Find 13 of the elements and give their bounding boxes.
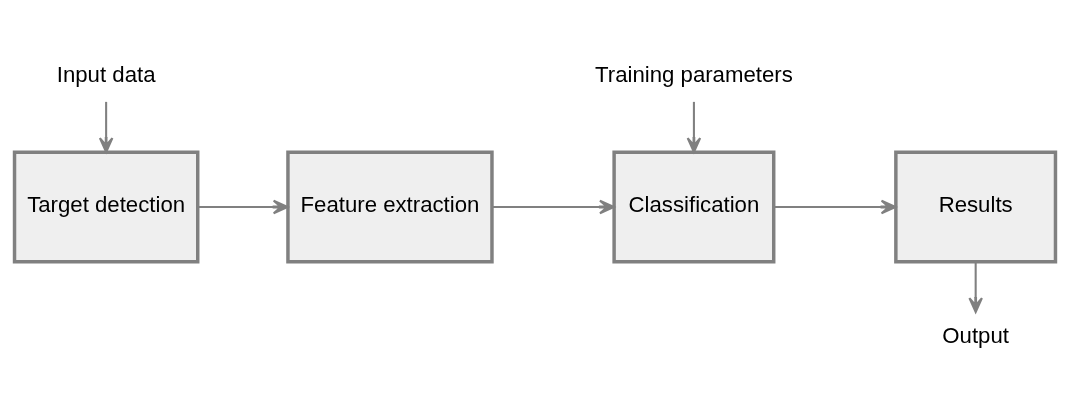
arrow xyxy=(492,199,615,215)
node-text: Input data xyxy=(56,61,156,87)
arrow xyxy=(773,199,897,215)
arrow xyxy=(198,199,289,215)
node-box: Feature extraction xyxy=(286,150,494,264)
node-box: Classification xyxy=(612,150,776,264)
node-box: Target detection xyxy=(12,150,200,264)
arrow xyxy=(686,101,702,153)
arrow xyxy=(968,261,983,314)
arrow xyxy=(98,101,114,153)
node-text: Output xyxy=(942,322,1009,348)
node-box: Results xyxy=(894,150,1058,264)
node-text: Training parameters xyxy=(595,61,793,87)
